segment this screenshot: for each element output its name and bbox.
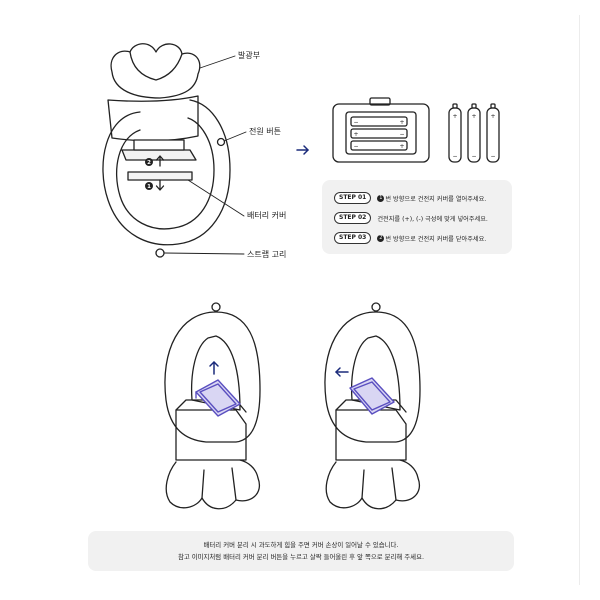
note-line-2: 참고 이미지처럼 배터리 커버 분리 버튼을 누르고 살짝 들어올린 후 앞 쪽… — [178, 553, 424, 561]
next-arrow-icon — [296, 145, 309, 155]
battery-2-plus: + — [471, 113, 476, 120]
power-button-shape — [216, 137, 226, 147]
step-desc-1: 번 방향으로 건전지 커버를 열어주세요. — [385, 195, 487, 203]
holder-minus-1: − — [353, 119, 358, 126]
marker-2-circle — [145, 158, 153, 166]
label-light: 발광부 — [238, 51, 261, 60]
battery-cover-lifted-left — [195, 379, 241, 417]
step-row-2: STEP 02 건전지를 (+), (-) 극성에 맞게 넣어주세요. — [334, 212, 488, 224]
light-head — [110, 43, 201, 99]
label-power-button: 전원 버튼 — [249, 127, 281, 136]
lightstick-lift-view — [164, 302, 261, 510]
battery-3-plus: + — [490, 113, 495, 120]
marker-2: 2 — [147, 160, 151, 166]
holder-plus-3: + — [399, 143, 404, 150]
lightstick-slide-view — [324, 302, 421, 510]
forward-arrow-icon — [335, 367, 349, 377]
marker-1: 1 — [147, 184, 151, 190]
holder-minus-2: − — [399, 131, 404, 138]
note-line-1: 배터리 커버 분리 시 과도하게 힘을 주면 커버 손상이 일어날 수 있습니다… — [203, 541, 399, 549]
step-num-3: 2 — [377, 235, 385, 242]
strap-ring-shape — [155, 248, 165, 258]
battery-1-plus: + — [452, 113, 457, 120]
step-num-1: 1 — [377, 195, 385, 202]
step-desc-2: 건전지를 (+), (-) 극성에 맞게 넣어주세요. — [377, 215, 488, 223]
label-battery-cover: 배터리 커버 — [247, 211, 287, 220]
battery-2-minus: − — [471, 153, 476, 160]
holder-plus-1: + — [399, 119, 404, 126]
step-badge-2: STEP 02 — [334, 212, 372, 224]
marker-1-circle — [145, 182, 153, 190]
battery-1-minus: − — [452, 153, 457, 160]
step-desc-3: 번 방향으로 건전지 커버를 닫아주세요. — [385, 235, 487, 243]
body-ring — [102, 99, 231, 246]
holder-minus-3: − — [353, 143, 358, 150]
lightstick-front-view — [102, 43, 231, 258]
caution-note: 배터리 커버 분리 시 과도하게 힘을 주면 커버 손상이 일어날 수 있습니다… — [88, 531, 514, 571]
battery-3-minus: − — [490, 153, 495, 160]
holder-plus-2: + — [353, 131, 358, 138]
step-badge-3: STEP 03 — [334, 232, 372, 244]
battery-cover-lifted-right — [349, 377, 395, 415]
up-arrow-icon — [209, 361, 219, 375]
page-edge-line — [579, 15, 580, 585]
battery-holder — [332, 97, 430, 163]
batteries — [448, 103, 500, 163]
label-strap-ring: 스트랩 고리 — [247, 250, 287, 259]
step-badge-1: STEP 01 — [334, 192, 372, 204]
